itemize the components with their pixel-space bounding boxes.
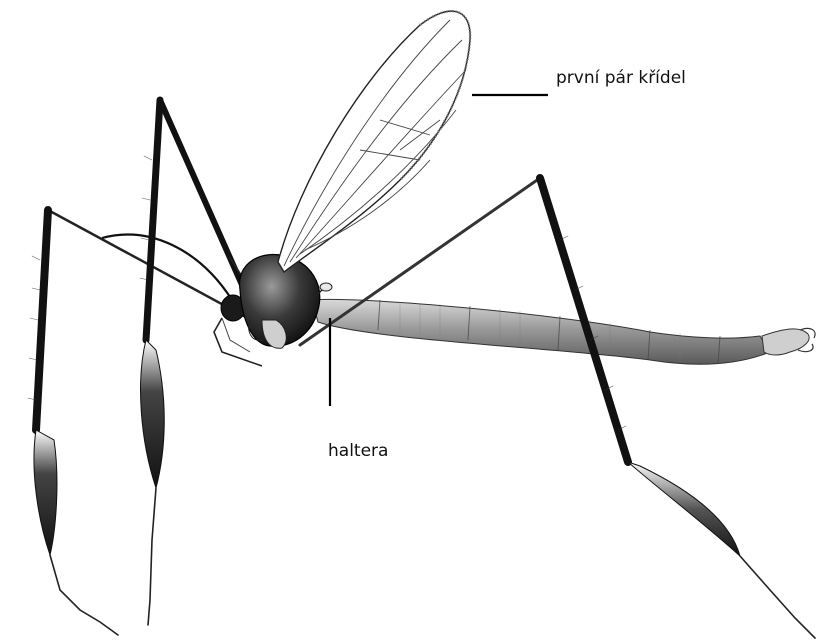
leg-front-right xyxy=(141,100,262,625)
abdomen xyxy=(312,299,815,364)
wing-label: první pár křídel xyxy=(556,70,686,87)
thorax xyxy=(240,254,320,348)
haltere-label: haltera xyxy=(328,443,388,460)
leg-hind-right xyxy=(300,178,815,638)
antenna xyxy=(102,235,232,300)
legs xyxy=(28,100,815,638)
wing xyxy=(278,11,470,272)
